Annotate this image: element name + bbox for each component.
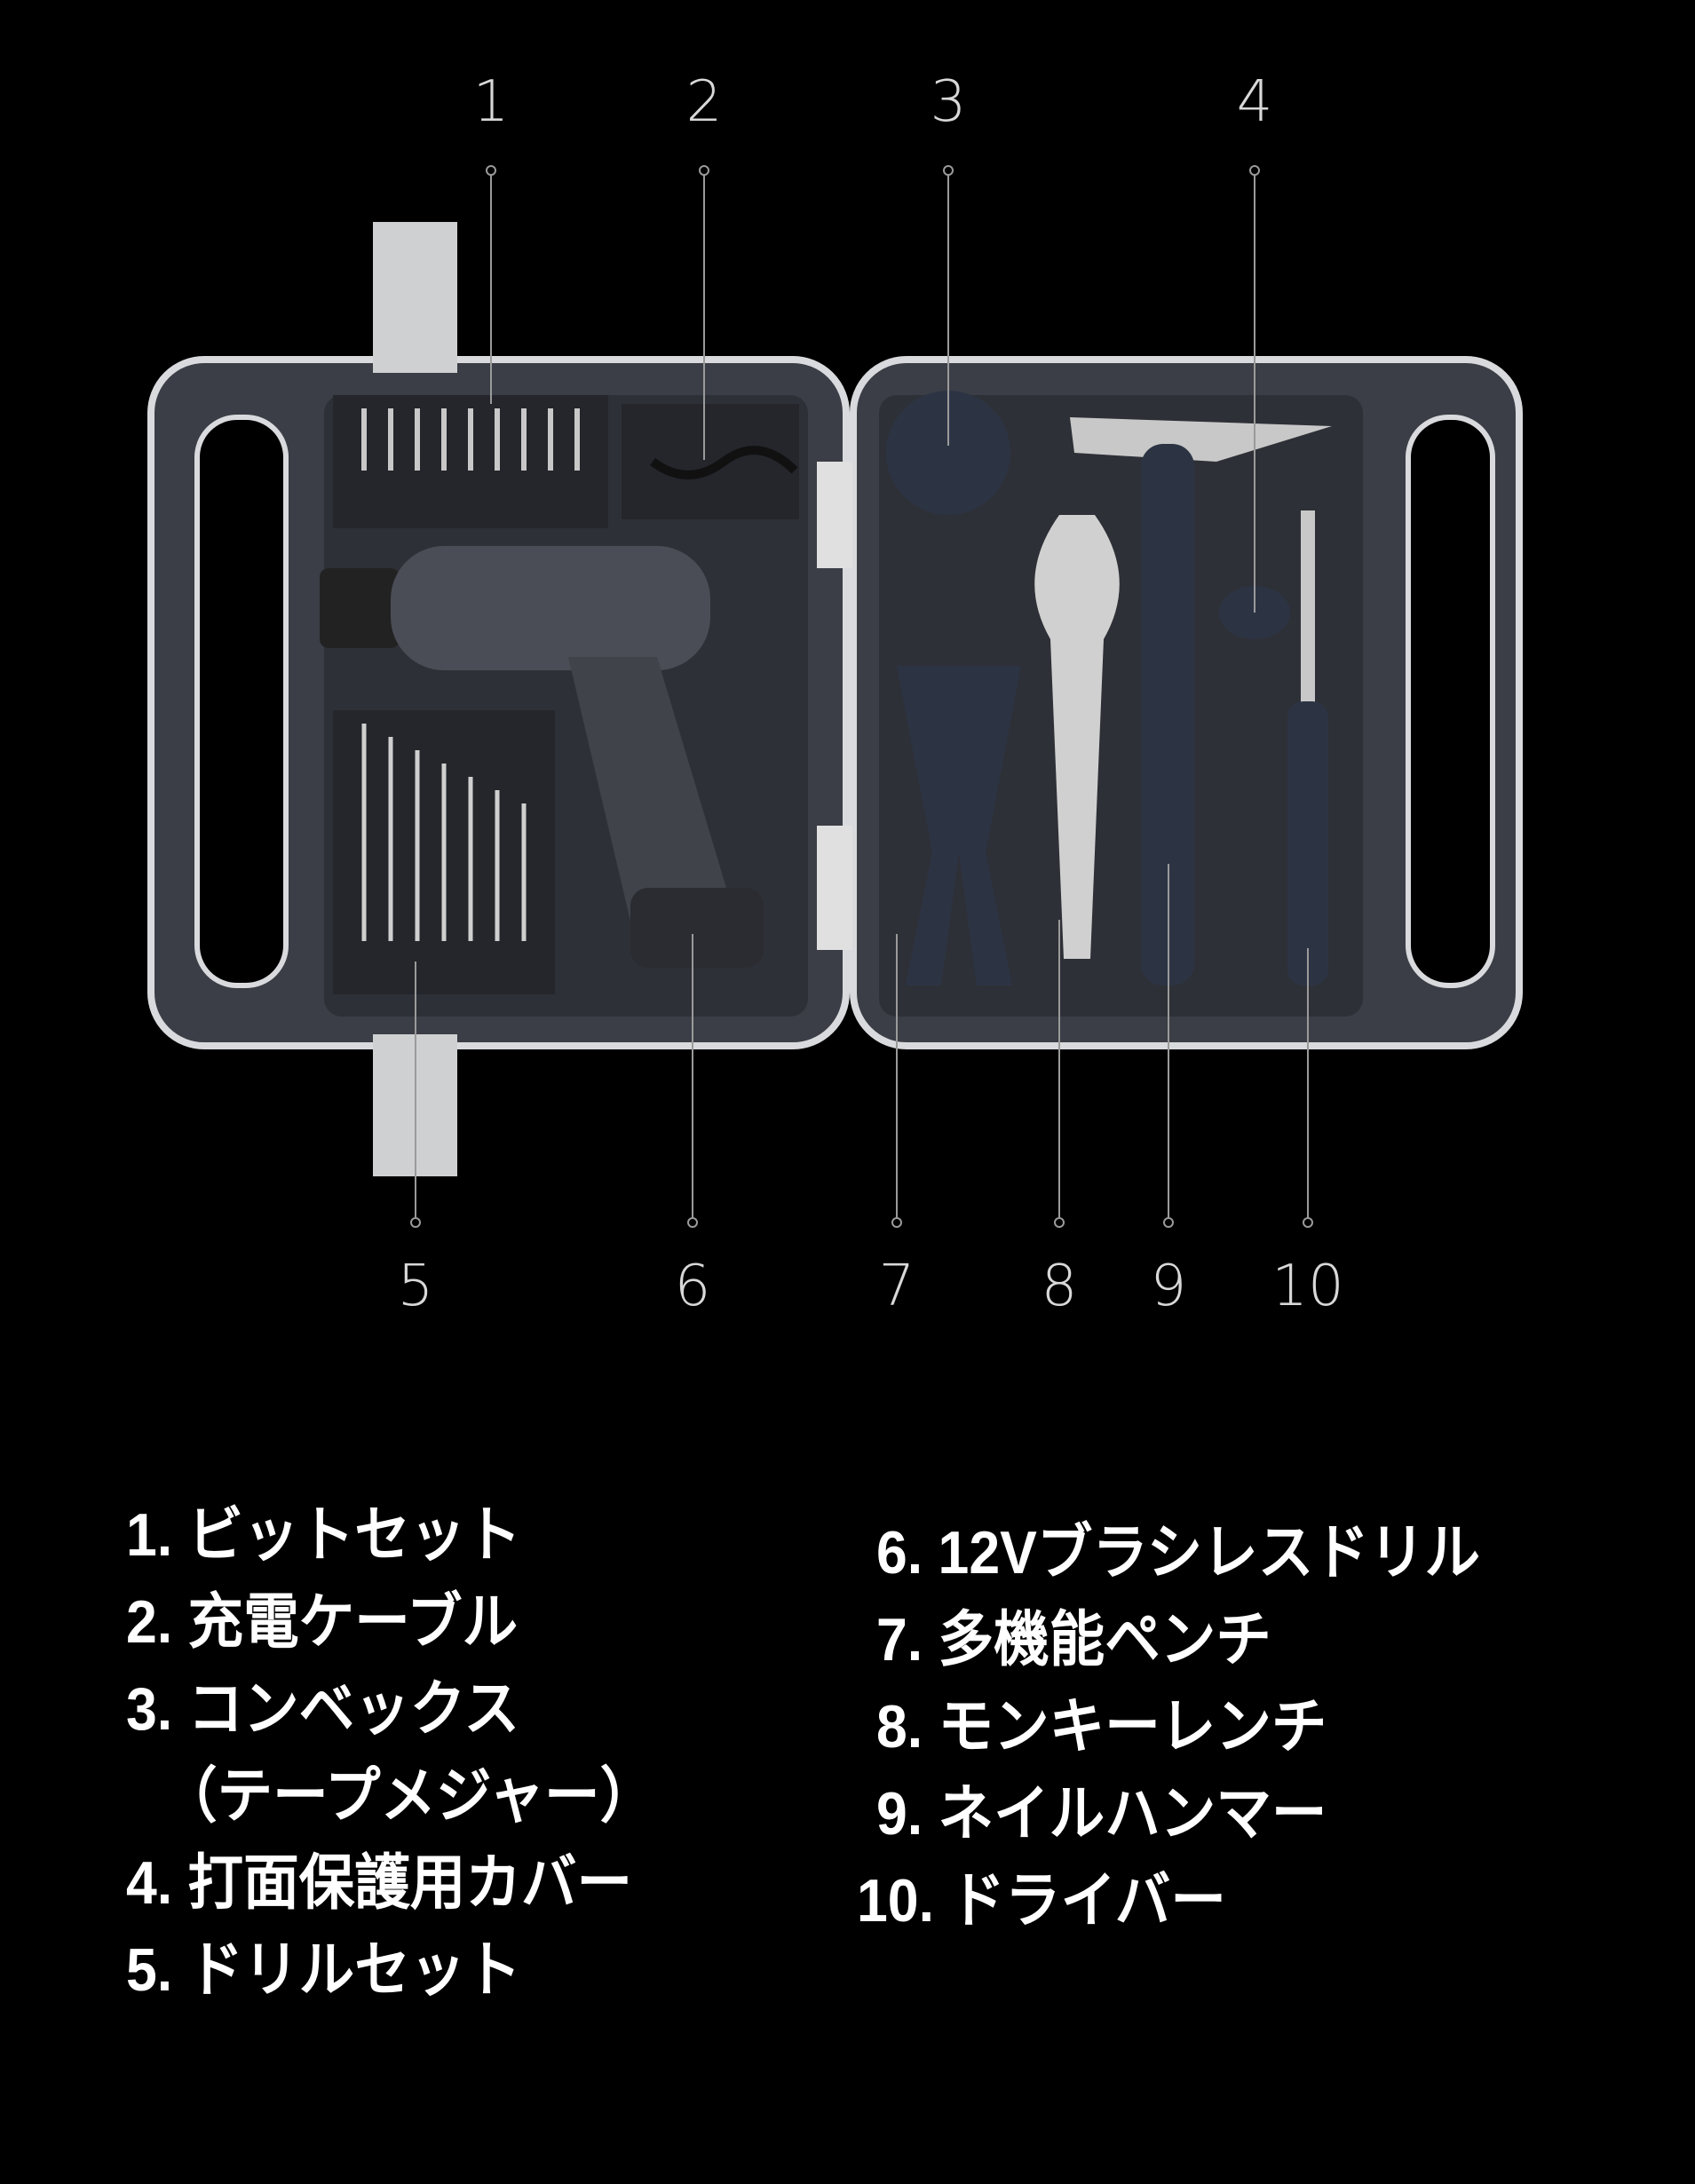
callout-dot [687,1217,698,1228]
legend-item: 2. 充電ケーブル [126,1588,519,1656]
legend-item: 9. ネイルハンマー [876,1780,1327,1848]
callout-dot [410,1217,421,1228]
callout-number: 9 [1150,1254,1187,1319]
left-handle-cutout [194,415,289,988]
hinge [817,826,852,950]
callout-dot [486,165,496,176]
legend-item: 4. 打面保護用カバー [126,1849,633,1917]
callout-dot [1054,1217,1065,1228]
callout-dot [891,1217,902,1228]
legend-item: 8. モンキーレンチ [876,1693,1327,1761]
callout-dot [1249,165,1260,176]
callout-number: 5 [397,1254,434,1319]
legend-right: 6. 12Vブラシレスドリル 7. 多機能ペンチ 8. モンキーレンチ 9. ネ… [857,1509,1533,1944]
screwdriver [1287,701,1328,985]
pliers [897,666,1021,985]
callout-number: 6 [674,1254,711,1319]
legend-item: 3. コンベックス [126,1675,520,1743]
callout-number: 7 [878,1254,915,1319]
top-latch [373,222,457,373]
tape-measure [886,391,1010,515]
callout-number: 10 [1271,1254,1344,1319]
hammer-handle [1141,444,1194,985]
case-left-half [147,222,850,1176]
legend-item: 7. 多機能ペンチ [876,1606,1271,1674]
adjustable-wrench [1034,515,1120,959]
callout-dot [943,165,954,176]
charging-cable [650,446,798,479]
hammer-head [1070,417,1332,462]
toolkit-illustration [147,165,1523,1228]
callout-number: 3 [930,69,967,135]
callout-number: 2 [685,69,723,135]
drill [320,546,764,968]
callout-number: 4 [1236,69,1273,135]
legend-item: （テープメジャー） [162,1762,656,1830]
hinge [817,462,852,568]
legend-item: 1. ビットセット [126,1501,521,1569]
legend-item: 10. ドライバー [857,1867,1226,1935]
callout-dot [699,165,709,176]
callout-number: 1 [472,69,510,135]
callout-dot [1303,1217,1313,1228]
right-handle-cutout [1406,415,1495,988]
legend-left: 1. ビットセット 2. 充電ケーブル 3. コンベックス （テープメジャー） … [126,1492,699,2014]
callout-dot [1163,1217,1174,1228]
legend-item: 5. ドリルセット [126,1936,521,2004]
case-right-half [817,356,1523,1049]
callout-number: 8 [1041,1254,1078,1319]
legend-item: 6. 12Vブラシレスドリル [876,1519,1481,1587]
